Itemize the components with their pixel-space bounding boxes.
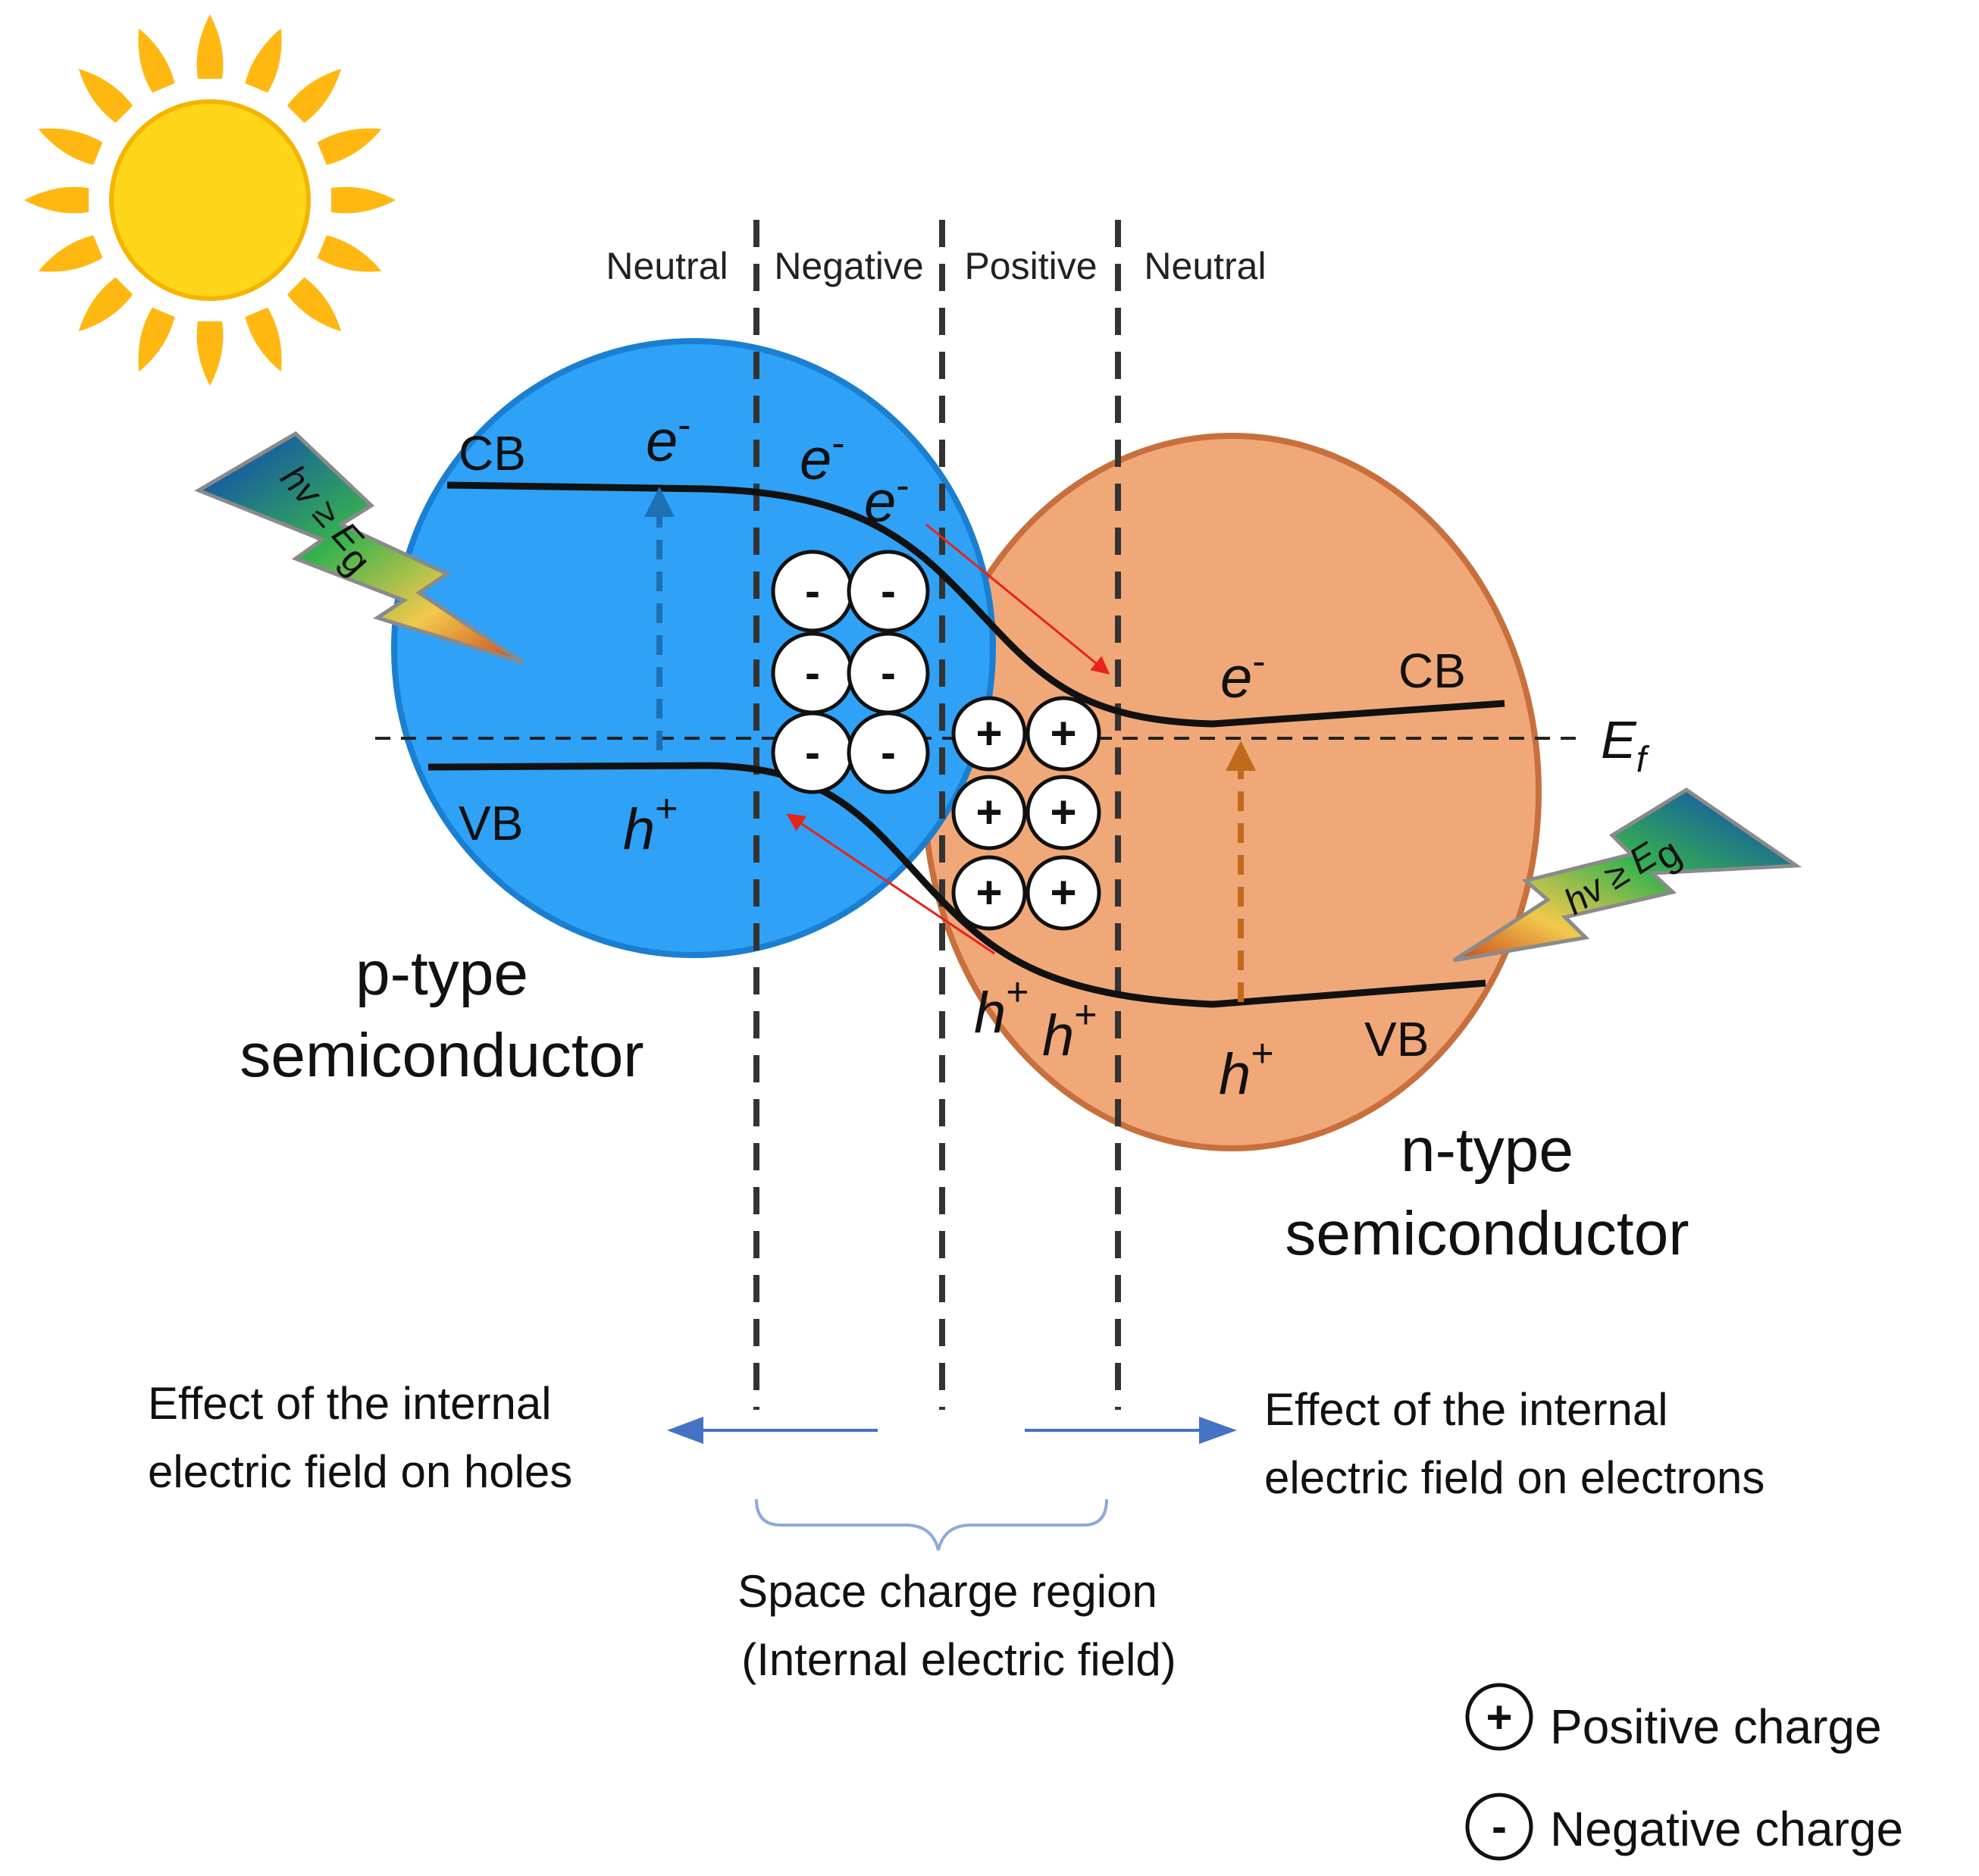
p-vb-label: VB <box>459 796 523 850</box>
legend-positive-label: Positive charge <box>1550 1699 1882 1754</box>
electron-negative-region-2: e- <box>864 464 910 534</box>
positive-charge-sign: + <box>975 708 1002 759</box>
hole-positive-region-1: h+ <box>974 970 1029 1045</box>
sun-ray <box>317 235 382 272</box>
positive-charge-sign: + <box>1050 787 1076 838</box>
n-cb-label: CB <box>1398 644 1466 698</box>
electrons-field-arrowhead <box>1199 1417 1237 1444</box>
sun-ray <box>287 277 342 332</box>
region-label-positive: Positive <box>964 245 1097 287</box>
negative-charge: - <box>771 711 854 794</box>
p-cb-label: CB <box>459 426 526 481</box>
electrons-effect-line2: electric field on electrons <box>1264 1452 1765 1503</box>
sun-icon <box>24 14 396 386</box>
legend-negative-label: Negative charge <box>1550 1802 1903 1856</box>
negative-charge-sign: - <box>805 565 820 616</box>
p-type-label-line1: p-type <box>355 939 528 1008</box>
holes-field-arrowhead <box>667 1417 703 1444</box>
legend-positive-icon <box>1465 1683 1533 1751</box>
positive-charge: + <box>1026 855 1101 931</box>
n-vb-label: VB <box>1364 1012 1429 1066</box>
n-type-label-line2: semiconductor <box>1285 1199 1689 1268</box>
holes-effect-line1: Effect of the internal <box>148 1378 552 1429</box>
positive-charge: + <box>1026 696 1101 772</box>
legend-negative-icon <box>1465 1793 1533 1861</box>
sun-ray <box>245 307 282 372</box>
hole-n-vb: h+ <box>1219 1032 1274 1107</box>
n-type-label-line1: n-type <box>1401 1116 1573 1185</box>
region-label-neutral-right: Neutral <box>1144 245 1266 287</box>
positive-charge: + <box>951 696 1027 772</box>
positive-charge: + <box>951 775 1027 850</box>
negative-charge-sign: - <box>881 647 896 698</box>
region-label-negative: Negative <box>774 245 923 287</box>
legend-negative-sign: - <box>1492 1801 1507 1852</box>
negative-charge: - <box>847 631 930 715</box>
negative-charge-sign: - <box>881 727 896 778</box>
space-charge-brace <box>755 1499 1108 1551</box>
sun-ray <box>24 186 89 214</box>
sun-ray <box>317 128 382 165</box>
hole-p-vb: h+ <box>623 787 678 862</box>
region-dividers <box>753 220 1121 1410</box>
positive-charges: + + + + + + <box>951 696 1101 931</box>
photon-bolt-left: hv≥Eg <box>194 431 524 665</box>
negative-charge: - <box>771 631 854 715</box>
sun-ray <box>78 68 133 124</box>
electron-negative-region-1: e- <box>800 421 845 492</box>
negative-charge: - <box>847 711 930 794</box>
sun-ray <box>287 68 342 124</box>
sun-ray <box>196 14 224 79</box>
electron-n-cb: e- <box>1220 640 1266 710</box>
holes-effect-line2: electric field on holes <box>148 1446 572 1497</box>
legend: + Positive charge - Negative charge <box>1465 1683 1903 1861</box>
electron-drift-arrow <box>925 523 1110 675</box>
electrons-effect-line1: Effect of the internal <box>1264 1384 1668 1435</box>
sun-ray <box>38 128 103 165</box>
sun-ray <box>78 277 133 332</box>
region-label-neutral-left: Neutral <box>606 245 728 287</box>
fermi-level-label: Ef <box>1601 710 1650 780</box>
electron-p-cb: e- <box>646 403 691 474</box>
sun-ray <box>38 235 103 272</box>
sun-ray <box>138 28 175 93</box>
sun-ray <box>245 28 282 93</box>
sun-ray <box>138 307 175 372</box>
positive-charge-sign: + <box>975 787 1002 838</box>
positive-charge-sign: + <box>975 867 1002 918</box>
space-charge-line1: Space charge region <box>737 1566 1157 1617</box>
negative-charge: - <box>847 550 930 633</box>
p-type-label-line2: semiconductor <box>240 1021 643 1090</box>
legend-positive-sign: + <box>1486 1692 1512 1743</box>
positive-charge-sign: + <box>1050 867 1076 918</box>
negative-charge-sign: - <box>805 647 820 698</box>
hole-drift-arrow <box>786 813 995 955</box>
negative-charges: - - - - - - <box>771 550 930 794</box>
photon-bolt-right: hv≥Eg <box>1452 788 1802 963</box>
positive-charge: + <box>1026 775 1101 850</box>
positive-charge-sign: + <box>1050 708 1076 759</box>
hole-positive-region-2: h+ <box>1042 993 1098 1068</box>
space-charge-line2: (Internal electric field) <box>741 1634 1176 1685</box>
sun-ray <box>331 186 396 214</box>
conduction-band <box>446 481 1505 728</box>
negative-charge: - <box>771 550 854 633</box>
sun-ray <box>196 321 224 386</box>
negative-charge-sign: - <box>881 565 896 616</box>
positive-charge: + <box>951 855 1027 931</box>
negative-charge-sign: - <box>805 727 820 778</box>
